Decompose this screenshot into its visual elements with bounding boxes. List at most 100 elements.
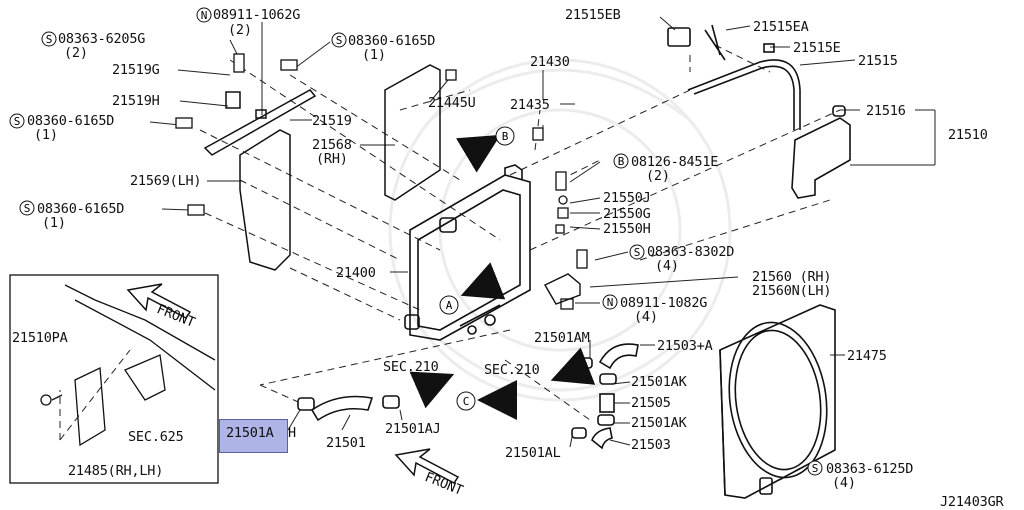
- bypass-hoses: [571, 343, 639, 450]
- sec-210-label-a: SEC.210: [383, 359, 439, 375]
- inset-detail: [9, 274, 219, 484]
- marker-N-2: N: [602, 294, 618, 310]
- marker-S-6: S: [807, 460, 823, 476]
- part-21568-label[interactable]: 21568: [312, 137, 352, 153]
- part-21550J-label[interactable]: 21550J: [603, 190, 651, 206]
- part-08911-1082G-qty: (4): [634, 309, 658, 325]
- part-08363-8302D-qty: (4): [655, 258, 679, 274]
- part-21485-label[interactable]: 21485(RH,LH): [68, 463, 164, 479]
- svg-text:N: N: [201, 9, 208, 22]
- marker-S-1: S: [41, 31, 57, 47]
- marker-S-2: S: [331, 32, 347, 48]
- part-08363-8302D-label[interactable]: 08363-8302D: [647, 244, 735, 260]
- part-08360-6165D-left-qty: (1): [34, 127, 58, 143]
- part-21501AJ-label[interactable]: 21501AJ: [385, 421, 441, 437]
- part-21519-label[interactable]: 21519: [312, 113, 352, 129]
- part-21501-label[interactable]: 21501: [326, 435, 366, 451]
- radiator-21400: [404, 164, 531, 341]
- part-21510-label[interactable]: 21510: [948, 127, 988, 143]
- hose-21515: [667, 24, 801, 130]
- svg-text:S: S: [336, 34, 343, 47]
- part-21519H-label[interactable]: 21519H: [112, 93, 160, 109]
- part-21430-label[interactable]: 21430: [530, 54, 570, 70]
- part-21560N-label[interactable]: 21560N(LH): [752, 283, 832, 299]
- part-08363-6205G-qty: (2): [64, 45, 88, 61]
- marker-S-5: S: [629, 244, 645, 260]
- part-08911-1062G-label[interactable]: 08911-1062G: [213, 7, 301, 23]
- part-21515EB-label[interactable]: 21515EB: [565, 7, 621, 23]
- svg-text:S: S: [14, 115, 21, 128]
- part-08911-1082G-label[interactable]: 08911-1082G: [620, 295, 708, 311]
- part-21560-label[interactable]: 21560 (RH): [752, 269, 832, 285]
- diagram-code: J21403GR: [940, 494, 1004, 510]
- lower-hose-21501: [297, 395, 400, 422]
- part-21445U-label[interactable]: 21445U: [428, 95, 476, 111]
- part-21501AL-label[interactable]: 21501AL: [505, 445, 561, 461]
- reservoir-tank-21510: [791, 105, 851, 199]
- marker-S-4: S: [19, 200, 35, 216]
- part-08363-6125D-label[interactable]: 08363-6125D: [826, 461, 914, 477]
- part-08126-8451E-qty: (2): [646, 168, 670, 184]
- svg-text:A: A: [446, 299, 453, 312]
- part-21400-label[interactable]: 21400: [336, 265, 376, 281]
- seal-panels: [239, 64, 441, 271]
- part-08360-6165D-lower-label[interactable]: 08360-6165D: [37, 201, 125, 217]
- part-21505-label[interactable]: 21505: [631, 395, 671, 411]
- bolts: [175, 53, 588, 310]
- part-21503A-label[interactable]: 21503+A: [657, 338, 713, 354]
- marker-C: C: [456, 391, 476, 411]
- solid-leaders: [149, 16, 936, 481]
- sec-625-label: SEC.625: [128, 429, 184, 445]
- part-08363-6205G-label[interactable]: 08363-6205G: [58, 31, 146, 47]
- part-08360-6165D-left-label[interactable]: 08360-6165D: [27, 113, 115, 129]
- part-21501AK-lower-label[interactable]: 21501AK: [631, 415, 687, 431]
- fan-shroud-21475: [719, 304, 836, 499]
- marker-N-1: N: [196, 7, 212, 23]
- svg-text:S: S: [24, 202, 31, 215]
- part-21568-side: (RH): [316, 151, 348, 167]
- svg-text:C: C: [463, 395, 470, 408]
- sec-210-label-b: SEC.210: [484, 362, 540, 378]
- part-21550H-label[interactable]: 21550H: [603, 221, 651, 237]
- part-21510PA-label[interactable]: 21510PA: [12, 330, 68, 346]
- part-08360-6165D-lower-qty: (1): [42, 215, 66, 231]
- front-arrow-main: [394, 448, 460, 484]
- part-08363-6125D-qty: (4): [832, 475, 856, 491]
- marker-A: A: [439, 295, 459, 315]
- svg-text:S: S: [812, 462, 819, 475]
- part-21435-label[interactable]: 21435: [510, 97, 550, 113]
- part-21501A-label[interactable]: 21501A: [226, 425, 274, 441]
- front-arrow-inset: [126, 283, 192, 319]
- part-21519G-label[interactable]: 21519G: [112, 62, 160, 78]
- marker-S-3: S: [9, 113, 25, 129]
- inset-leaders: [59, 349, 131, 441]
- part-21516-label[interactable]: 21516: [866, 103, 906, 119]
- part-21503-label[interactable]: 21503: [631, 437, 671, 453]
- marker-B-1: B: [613, 153, 629, 169]
- svg-text:S: S: [46, 33, 53, 46]
- part-21475-label[interactable]: 21475: [847, 348, 887, 364]
- flow-arrows: [409, 134, 596, 420]
- part-08360-6165D-top-label[interactable]: 08360-6165D: [348, 33, 436, 49]
- part-21515EA-label[interactable]: 21515EA: [753, 19, 809, 35]
- part-21501AM-label[interactable]: 21501AM: [534, 330, 590, 346]
- part-08126-8451E-label[interactable]: 08126-8451E: [631, 154, 719, 170]
- svg-text:B: B: [502, 130, 509, 143]
- part-08911-1062G-qty: (2): [228, 22, 252, 38]
- part-21501AK-upper-label[interactable]: 21501AK: [631, 374, 687, 390]
- bracket-21519: [203, 89, 317, 156]
- part-21550G-label[interactable]: 21550G: [603, 206, 651, 222]
- mount-bracket-21560: [544, 273, 581, 305]
- marker-B-2: B: [495, 126, 515, 146]
- selected-part-highlight: [219, 419, 288, 453]
- part-21515-label[interactable]: 21515: [858, 53, 898, 69]
- svg-text:N: N: [607, 296, 614, 309]
- leader-lines: [199, 44, 841, 421]
- svg-text:S: S: [634, 246, 641, 259]
- part-08360-6165D-top-qty: (1): [362, 47, 386, 63]
- part-21569-label[interactable]: 21569(LH): [130, 173, 202, 189]
- part-21515E-label[interactable]: 21515E: [793, 40, 841, 56]
- part-21501A-tail: H: [288, 425, 296, 441]
- svg-text:B: B: [618, 155, 625, 168]
